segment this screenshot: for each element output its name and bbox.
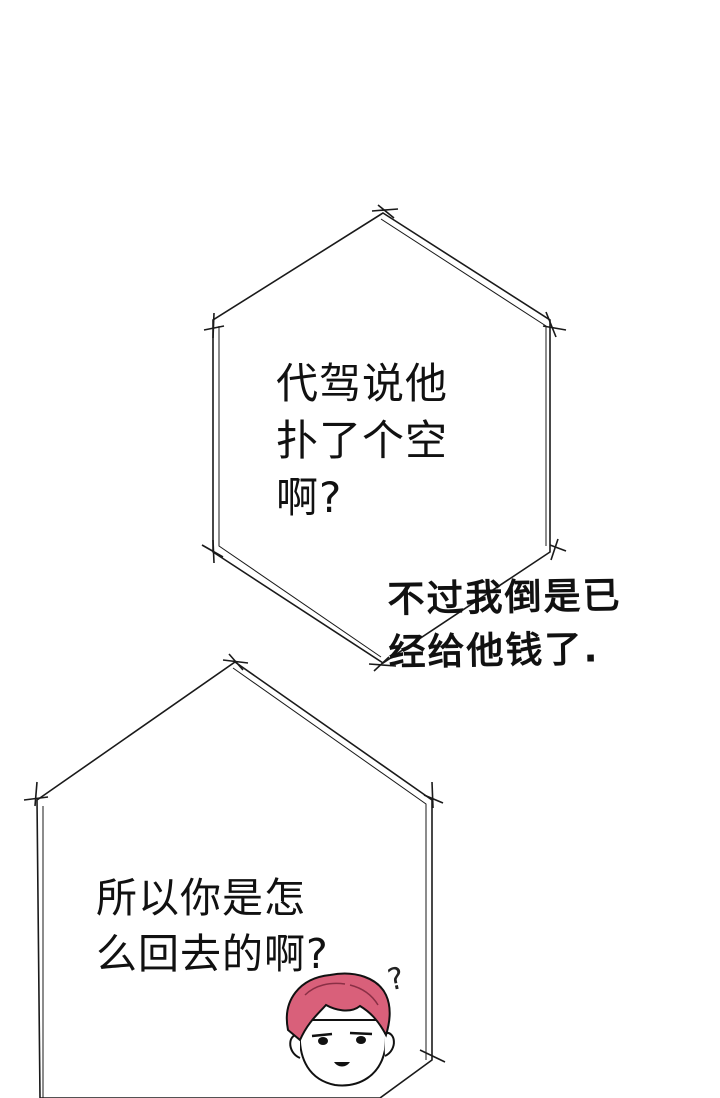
aside-line: 经给他钱了. (388, 627, 600, 675)
bubble-bottom-line: 么回去的啊? (96, 930, 329, 978)
bubble-bottom-text: 所以你是怎 么回去的啊? (96, 870, 329, 982)
bubble-top-text: 代驾说他 扑了个空 啊? (276, 355, 448, 526)
aside-line: 不过我倒是已 (387, 573, 622, 622)
bubble-top-line: 啊? (276, 473, 343, 522)
speech-bubble-top (201, 204, 567, 672)
bubble-top-line: 扑了个空 (276, 416, 449, 465)
bubble-top-line: 代驾说他 (276, 359, 449, 408)
handwritten-aside: 不过我倒是已 经给他钱了. (387, 569, 623, 679)
chibi-character (285, 972, 395, 1087)
bubble-bottom-line: 所以你是怎 (96, 874, 306, 922)
